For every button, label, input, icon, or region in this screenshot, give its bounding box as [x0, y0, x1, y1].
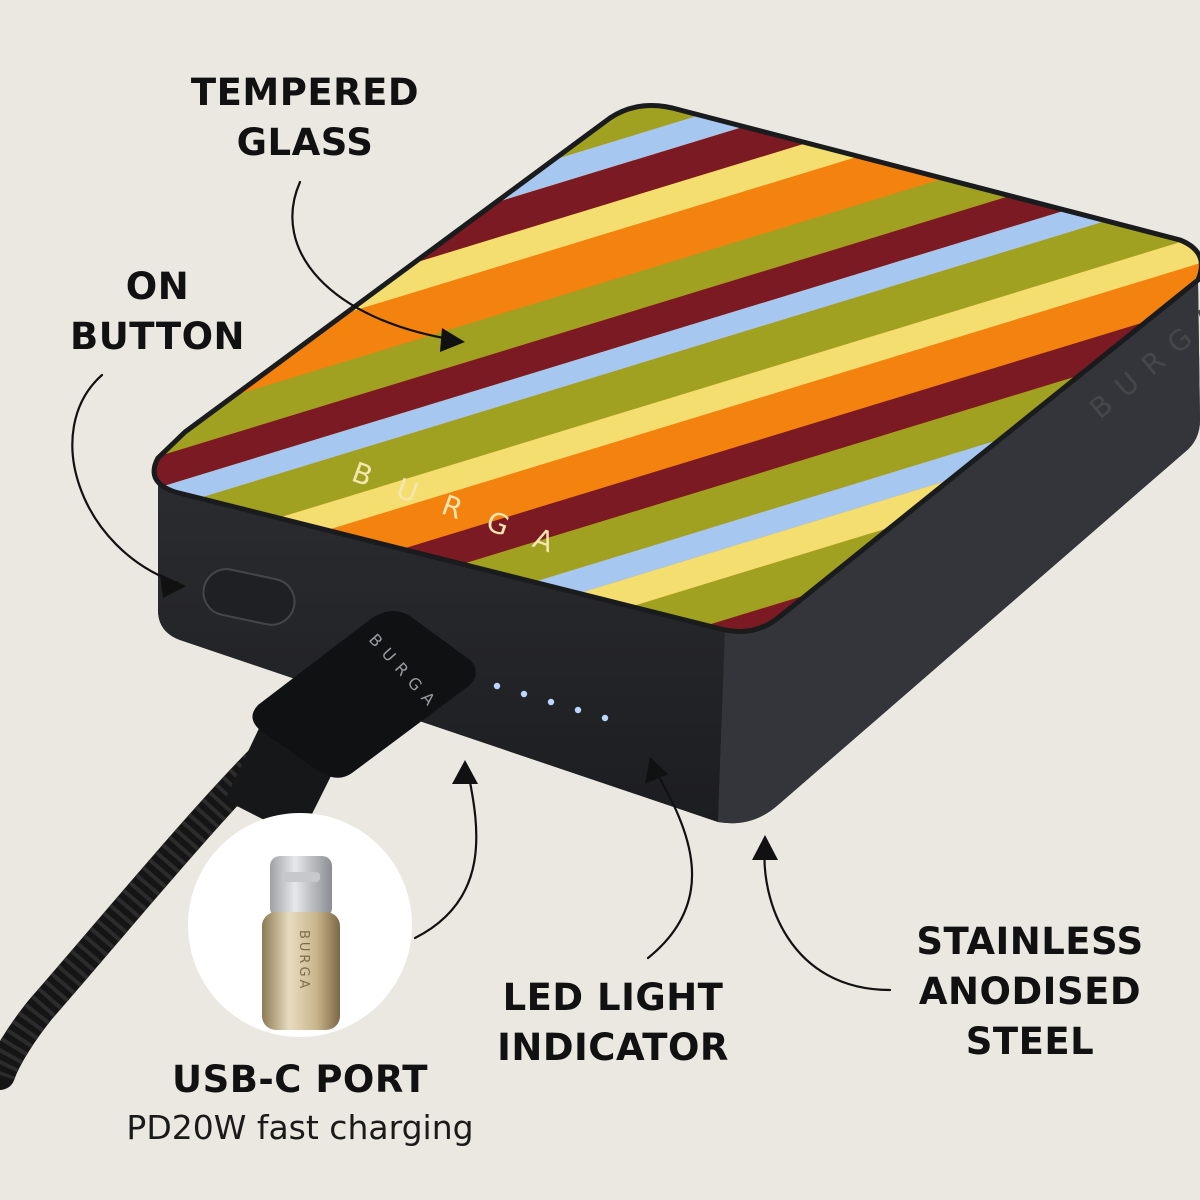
usb-c-inset: BURGA — [188, 813, 412, 1037]
label-led-indicator: LED LIGHT INDICATOR — [488, 973, 738, 1073]
label-usb-c-port: USB-C PORT — [150, 1055, 450, 1105]
inset-brand-text: BURGA — [296, 930, 311, 991]
led-dot — [574, 706, 582, 714]
label-on-button: ON BUTTON — [60, 262, 255, 362]
label-tempered-glass: TEMPERED GLASS — [190, 68, 420, 168]
label-line: BUTTON — [70, 315, 245, 358]
label-line: TEMPERED — [190, 71, 420, 114]
glass-stripe — [154, 105, 1200, 611]
label-line: ON — [125, 265, 190, 308]
label-line: ANODISED — [918, 970, 1142, 1013]
label-anodised-steel: STAINLESS ANODISED STEEL — [905, 917, 1155, 1067]
arrowheads — [160, 328, 778, 860]
on-button[interactable] — [199, 565, 299, 629]
label-usb-c-subtitle: PD20W fast charging — [126, 1108, 474, 1147]
led-dot — [601, 714, 609, 722]
callout-arrows — [71, 180, 892, 992]
label-line: STEEL — [965, 1020, 1095, 1063]
led-dot — [520, 690, 528, 698]
led-dot — [493, 682, 501, 690]
label-line: USB-C PORT — [172, 1058, 428, 1101]
label-line: STAINLESS — [916, 920, 1144, 963]
label-line: LED LIGHT — [502, 976, 724, 1019]
led-light-indicator — [493, 682, 609, 722]
label-line: INDICATOR — [497, 1026, 729, 1069]
usb-c-plug — [270, 856, 332, 918]
led-dot — [547, 698, 555, 706]
label-line: GLASS — [236, 121, 374, 164]
usb-c-cable: BURGA — [0, 610, 476, 1090]
usb-c-housing — [262, 912, 340, 1030]
